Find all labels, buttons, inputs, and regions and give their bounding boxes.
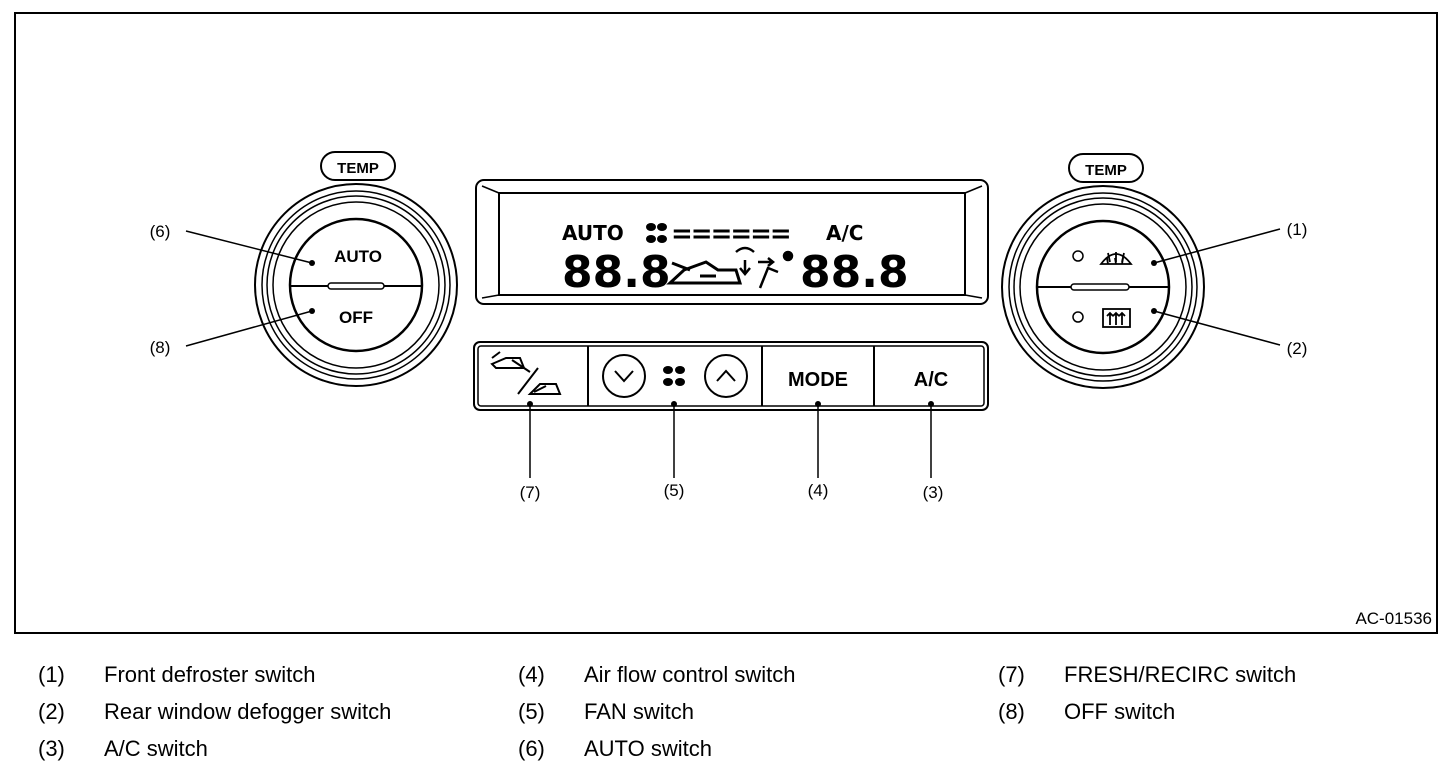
fan-icon [663, 366, 685, 386]
left-temp-knob [254, 151, 458, 387]
legend-text: OFF switch [1064, 699, 1176, 724]
right-temp-label: TEMP [1085, 162, 1127, 179]
legend-item: (3) A/C switch [38, 736, 458, 764]
lcd-fan-icon [646, 223, 667, 243]
left-temp-label: TEMP [337, 160, 379, 177]
legend-item: (7) FRESH/RECIRC switch [998, 662, 1418, 690]
button-panel [473, 341, 989, 411]
figure-id: AC-01536 [1355, 609, 1432, 628]
lcd-recirc-icon [666, 260, 743, 285]
callout-lines [185, 228, 1281, 478]
off-button-label[interactable]: OFF [339, 308, 373, 327]
legend-number: (1) [38, 662, 65, 687]
legend-item: (5) FAN switch [518, 699, 938, 727]
legend-item: (8) OFF switch [998, 699, 1418, 727]
legend-number: (6) [518, 736, 545, 761]
auto-button-label[interactable]: AUTO [334, 247, 382, 266]
lcd-ac-indicator: A/C [826, 221, 863, 245]
lcd-auto-indicator: AUTO [562, 221, 624, 245]
lcd-right-temperature: 88.8 [800, 247, 909, 298]
front-defroster-icon[interactable] [1099, 252, 1133, 265]
legend-text: AUTO switch [584, 736, 712, 761]
legend-text: A/C switch [104, 736, 208, 761]
legend-text: Air flow control switch [584, 662, 796, 687]
callout-4: (4) [808, 481, 829, 500]
legend-text: Rear window defogger switch [104, 699, 392, 724]
legend-item: (1) Front defroster switch [38, 662, 458, 690]
callout-3: (3) [923, 483, 944, 502]
callout-5: (5) [664, 481, 685, 500]
front-defroster-indicator [1072, 250, 1084, 262]
legend-text: FAN switch [584, 699, 695, 724]
legend-item: (6) AUTO switch [518, 736, 938, 764]
legend-item: (2) Rear window defogger switch [38, 699, 458, 727]
fresh-recirc-icon[interactable] [490, 351, 562, 395]
fan-up-button[interactable] [704, 354, 748, 398]
callout-8: (8) [150, 338, 171, 357]
rear-defogger-icon[interactable] [1102, 308, 1131, 328]
legend-item: (4) Air flow control switch [518, 662, 938, 690]
callout-1: (1) [1287, 220, 1308, 239]
diagram-frame [14, 12, 1438, 634]
fan-down-button[interactable] [602, 354, 646, 398]
legend-text: Front defroster switch [104, 662, 316, 687]
legend-number: (2) [38, 699, 65, 724]
climate-control-diagram: TEMP AUTO OFF TEMP [150, 151, 1308, 502]
lcd-display [475, 179, 989, 305]
lcd-mode-icon [735, 246, 794, 289]
right-temp-knob [1001, 153, 1205, 389]
lcd-left-temperature: 88.8 [562, 247, 671, 298]
rear-defogger-indicator [1072, 311, 1084, 323]
legend-number: (3) [38, 736, 65, 761]
callout-2: (2) [1287, 339, 1308, 358]
legend-number: (7) [998, 662, 1025, 687]
callout-7: (7) [520, 483, 541, 502]
callout-6: (6) [150, 222, 171, 241]
legend-number: (8) [998, 699, 1025, 724]
legend-number: (5) [518, 699, 545, 724]
ac-button[interactable]: A/C [914, 369, 948, 391]
lcd-fan-level-bars: ====== [671, 219, 790, 249]
legend-text: FRESH/RECIRC switch [1064, 662, 1297, 687]
mode-button[interactable]: MODE [788, 369, 848, 391]
legend-number: (4) [518, 662, 545, 687]
